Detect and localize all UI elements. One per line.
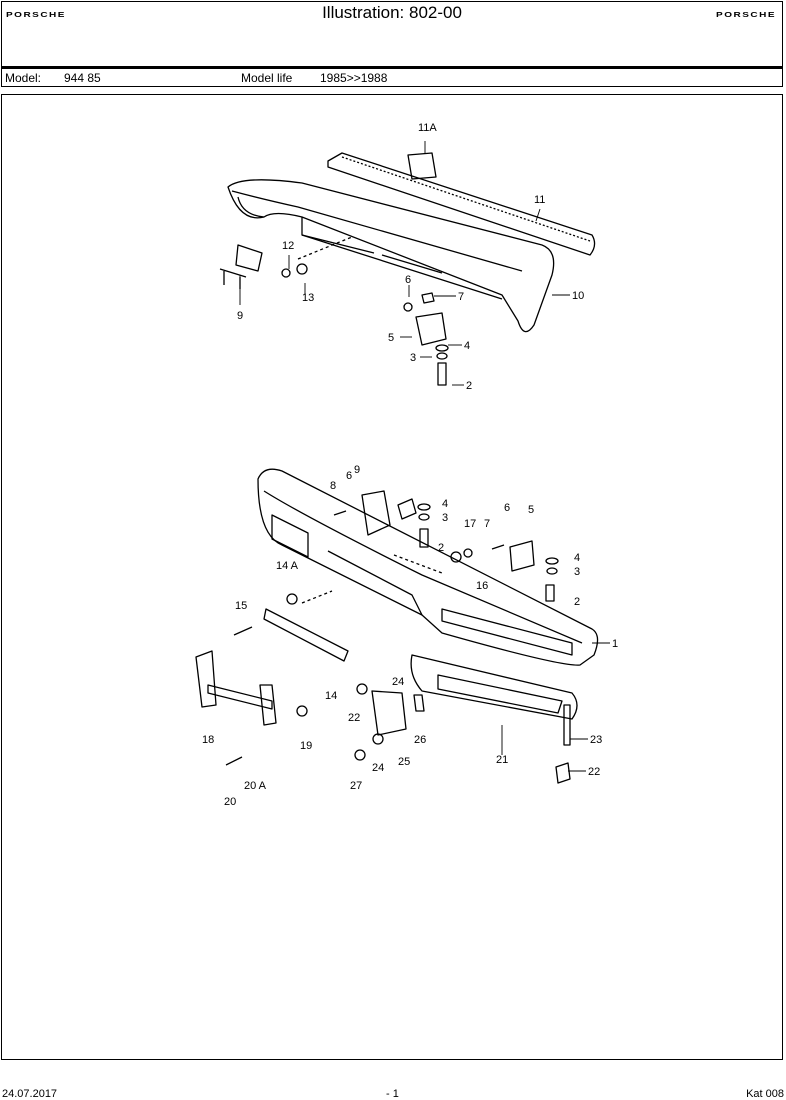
callout-lower-24a: 24 xyxy=(392,676,404,688)
callout-lower-21: 21 xyxy=(496,754,508,766)
bumper-exploded-view: 11A 11 12 13 9 10 6 7 5 4 3 2 9 6 8 4 3 … xyxy=(195,122,618,808)
callout-lower-2a: 2 xyxy=(438,542,444,554)
footer-date: 24.07.2017 xyxy=(2,1088,58,1100)
callout-lower-8: 8 xyxy=(330,480,336,492)
drawing-lines xyxy=(195,152,599,784)
callout-lower-6b: 6 xyxy=(504,502,510,514)
callout-lower-1: 1 xyxy=(612,638,618,650)
callout-upper-2: 2 xyxy=(466,380,472,392)
callout-lower-14: 14 xyxy=(325,690,337,702)
bumper-guard-shapes xyxy=(354,654,578,784)
callout-lower-6: 6 xyxy=(346,470,352,482)
callout-lower-24b: 24 xyxy=(372,762,384,774)
callout-lower-5: 5 xyxy=(528,504,534,516)
callout-upper-9: 9 xyxy=(237,310,243,322)
illustration-title: Illustration: 802-00 xyxy=(322,3,462,22)
model-bar: Model: 944 85 Model life 1985>>1988 xyxy=(1,67,783,87)
callout-upper-11a: 11A xyxy=(418,122,437,134)
callout-lower-9: 9 xyxy=(354,464,360,476)
callout-lower-23: 23 xyxy=(590,734,602,746)
upper-brackets xyxy=(219,236,449,386)
callout-lower-14a: 14 A xyxy=(276,560,299,572)
callout-upper-5: 5 xyxy=(388,332,394,344)
callout-lower-15: 15 xyxy=(235,600,247,612)
model-life-value: 1985>>1988 xyxy=(320,71,388,85)
leader-lines xyxy=(239,141,610,772)
callout-lower-4b: 4 xyxy=(574,552,580,564)
callout-lower-20a: 20 A xyxy=(244,780,267,792)
rear-bumper-shape xyxy=(227,179,555,333)
callout-lower-7: 7 xyxy=(484,518,490,530)
callout-lower-22b: 22 xyxy=(588,766,600,778)
callout-upper-7: 7 xyxy=(458,291,464,303)
callout-lower-25: 25 xyxy=(398,756,410,768)
callout-lower-27: 27 xyxy=(350,780,362,792)
callout-lower-3b: 3 xyxy=(574,566,580,578)
callout-labels: 11A 11 12 13 9 10 6 7 5 4 3 2 9 6 8 4 3 … xyxy=(202,122,618,808)
callout-lower-26: 26 xyxy=(414,734,426,746)
model-life-label: Model life xyxy=(241,71,293,85)
footer-page: - 1 xyxy=(386,1088,399,1100)
page-header: PORSCHE Illustration: 802-00 PORSCHE xyxy=(1,1,783,67)
front-bracket-shapes xyxy=(301,490,559,604)
callout-upper-11: 11 xyxy=(534,194,545,206)
callout-lower-19: 19 xyxy=(300,740,312,752)
parts-diagram: 11A 11 12 13 9 10 6 7 5 4 3 2 9 6 8 4 3 … xyxy=(1,94,783,1060)
callout-upper-13: 13 xyxy=(302,292,314,304)
model-value: 944 85 xyxy=(64,71,101,85)
callout-upper-10: 10 xyxy=(572,290,584,302)
callout-lower-2b: 2 xyxy=(574,596,580,608)
front-bumper-shape xyxy=(257,468,599,666)
license-plate-brackets xyxy=(195,593,349,766)
footer-catalog: Kat 008 xyxy=(746,1088,784,1100)
callout-upper-12: 12 xyxy=(282,240,294,252)
callout-upper-6: 6 xyxy=(405,274,411,286)
callout-lower-16: 16 xyxy=(476,580,488,592)
callout-lower-18: 18 xyxy=(202,734,214,746)
callout-lower-4a: 4 xyxy=(442,498,448,510)
bumper-strip-shape xyxy=(327,152,596,256)
porsche-logo-left: PORSCHE xyxy=(6,11,66,20)
callout-upper-4: 4 xyxy=(464,340,470,352)
porsche-logo-right: PORSCHE xyxy=(716,11,776,20)
callout-lower-20: 20 xyxy=(224,796,236,808)
callout-upper-3: 3 xyxy=(410,352,416,364)
model-label: Model: xyxy=(5,71,42,85)
callout-lower-3a: 3 xyxy=(442,512,448,524)
callout-lower-22a: 22 xyxy=(348,712,360,724)
callout-lower-17: 17 xyxy=(464,518,476,530)
